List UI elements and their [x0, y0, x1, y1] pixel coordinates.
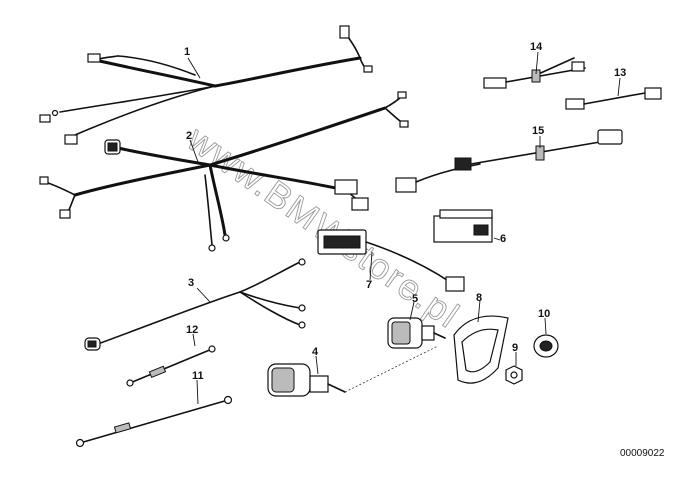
callout-13: 13 — [614, 67, 626, 79]
switch-part-5 — [387, 317, 446, 349]
callout-7: 7 — [366, 279, 372, 291]
callout-11: 11 — [192, 370, 204, 382]
knob-part-10 — [533, 334, 559, 358]
module-part-6 — [433, 209, 493, 243]
harness-part-2 — [39, 91, 409, 252]
callout-6: 6 — [500, 233, 506, 245]
callout-9: 9 — [512, 342, 518, 354]
drawing-number: 00009022 — [620, 448, 665, 459]
callout-12: 12 — [186, 324, 198, 336]
harness-part-1 — [39, 25, 373, 145]
callout-10: 10 — [538, 308, 550, 320]
cable-part-15 — [395, 129, 623, 193]
callout-14: 14 — [530, 41, 543, 53]
callout-2: 2 — [186, 130, 192, 142]
strap-part-11 — [75, 395, 233, 448]
callout-1: 1 — [184, 46, 190, 58]
cable-part-13 — [565, 87, 662, 110]
harness-part-3 — [84, 258, 306, 351]
callout-8: 8 — [476, 292, 482, 304]
callout-4: 4 — [312, 346, 319, 358]
callout-5: 5 — [412, 293, 418, 305]
switch-part-4 — [267, 345, 439, 397]
cable-part-14 — [483, 57, 586, 89]
callout-15: 15 — [532, 125, 544, 137]
strap-part-12 — [126, 345, 216, 387]
callout-3: 3 — [188, 277, 194, 289]
bezel-part-8 — [453, 315, 509, 384]
cable-part-7 — [317, 229, 465, 292]
nut-part-9 — [505, 365, 523, 385]
